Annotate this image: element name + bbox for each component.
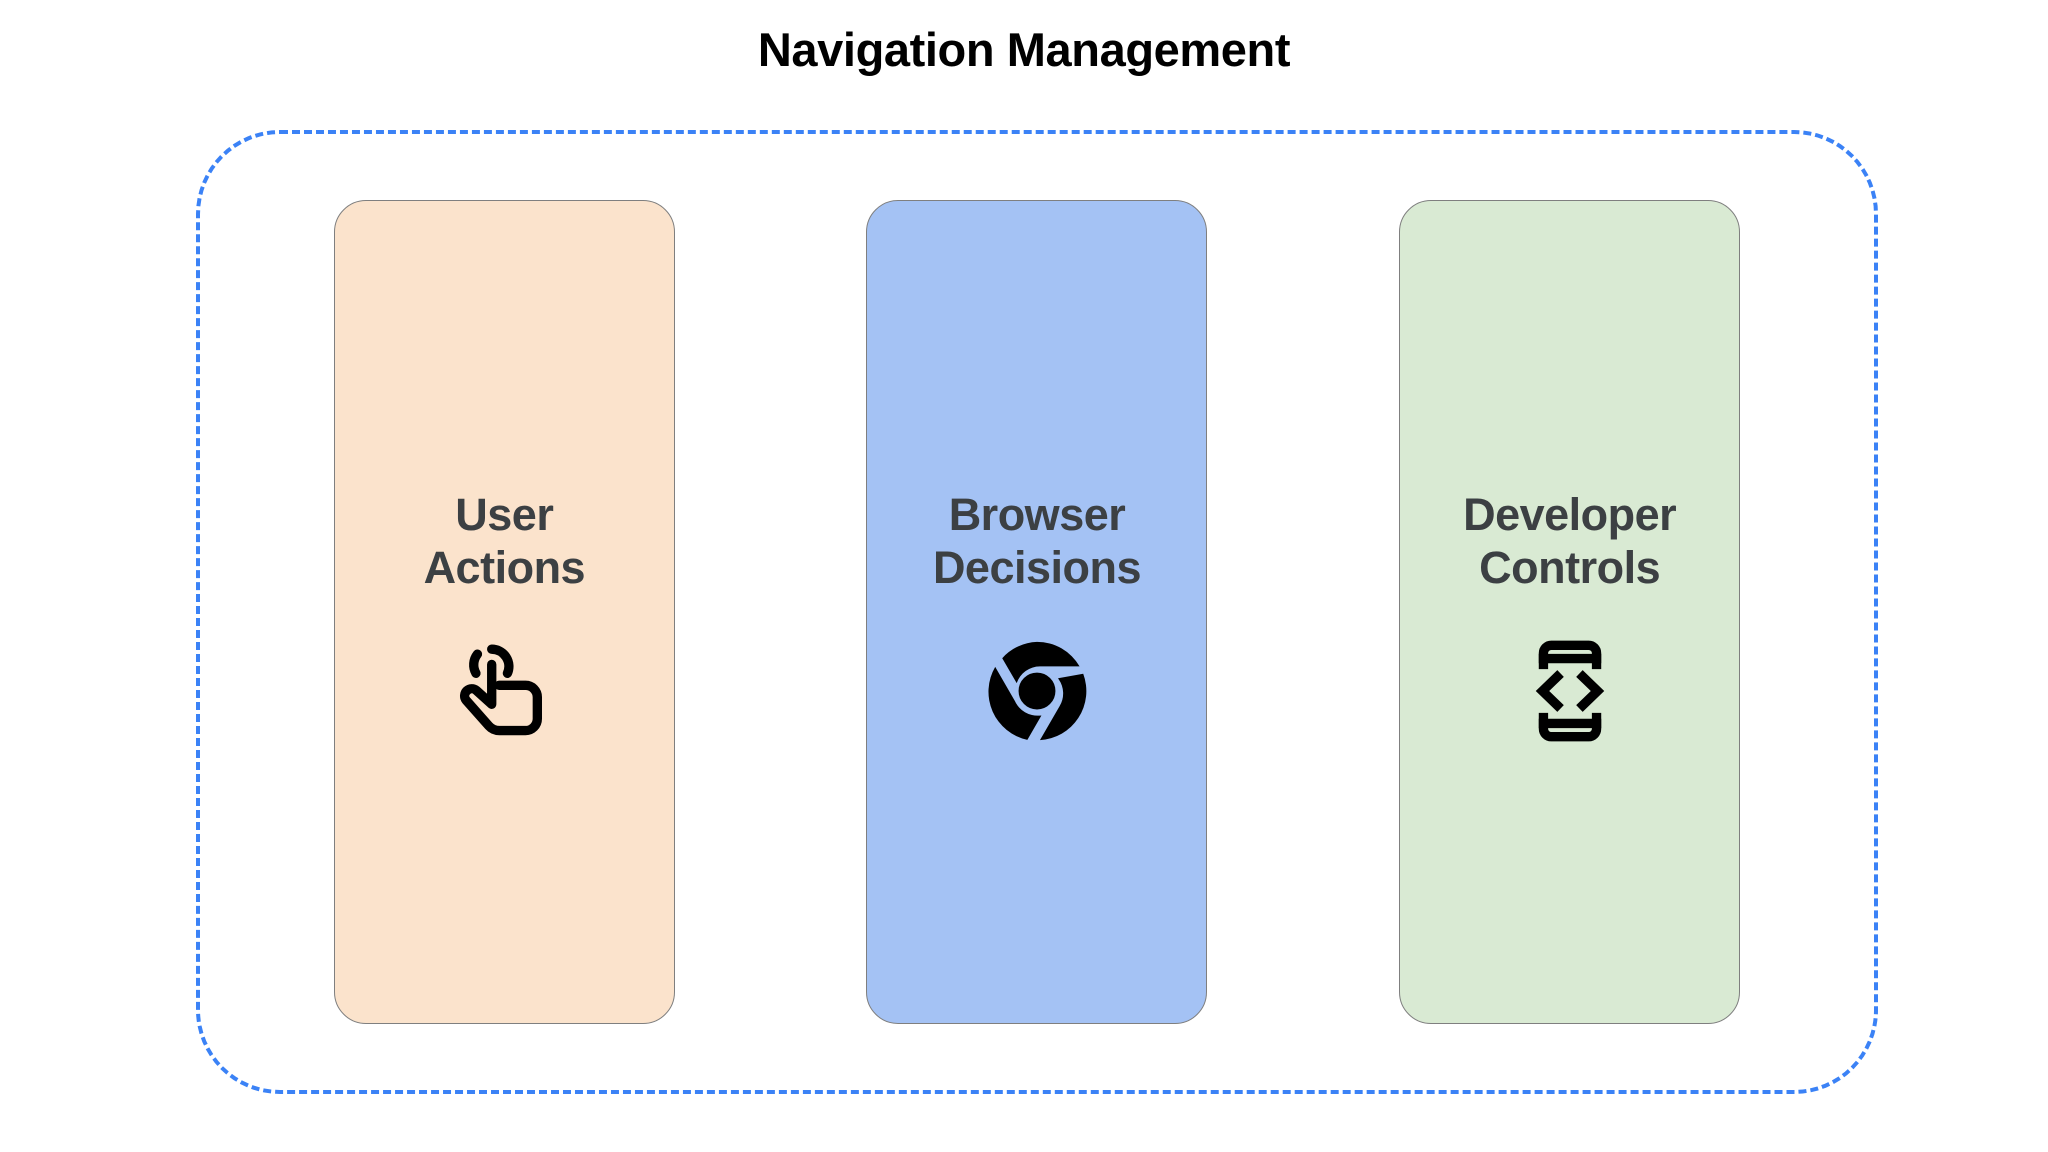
page-title: Navigation Management — [757, 23, 1291, 76]
card-content: User Actions — [335, 488, 674, 750]
card-developer-controls[interactable]: Developer Controls — [1399, 200, 1741, 1024]
developer-mode-code-icon — [1511, 632, 1629, 750]
card-content: Developer Controls — [1400, 488, 1739, 750]
card-title-user-actions: User Actions — [423, 489, 586, 594]
card-title-developer-controls: Developer Controls — [1463, 489, 1677, 594]
navigation-management-group-boundary — [196, 130, 1878, 1094]
card-row: User Actions Browser Decisions — [196, 130, 1878, 1094]
touch-tap-icon-svg — [460, 644, 543, 736]
card-title-browser-decisions: Browser Decisions — [932, 489, 1142, 594]
card-user-actions[interactable]: User Actions — [333, 200, 675, 1024]
card-content: Browser Decisions — [867, 488, 1206, 750]
developer-mode-code-icon-svg — [1535, 640, 1604, 742]
chrome-browser-icon — [978, 632, 1096, 750]
card-browser-decisions[interactable]: Browser Decisions — [866, 200, 1208, 1024]
chrome-browser-icon-svg — [988, 642, 1087, 741]
touch-tap-icon — [445, 632, 563, 750]
